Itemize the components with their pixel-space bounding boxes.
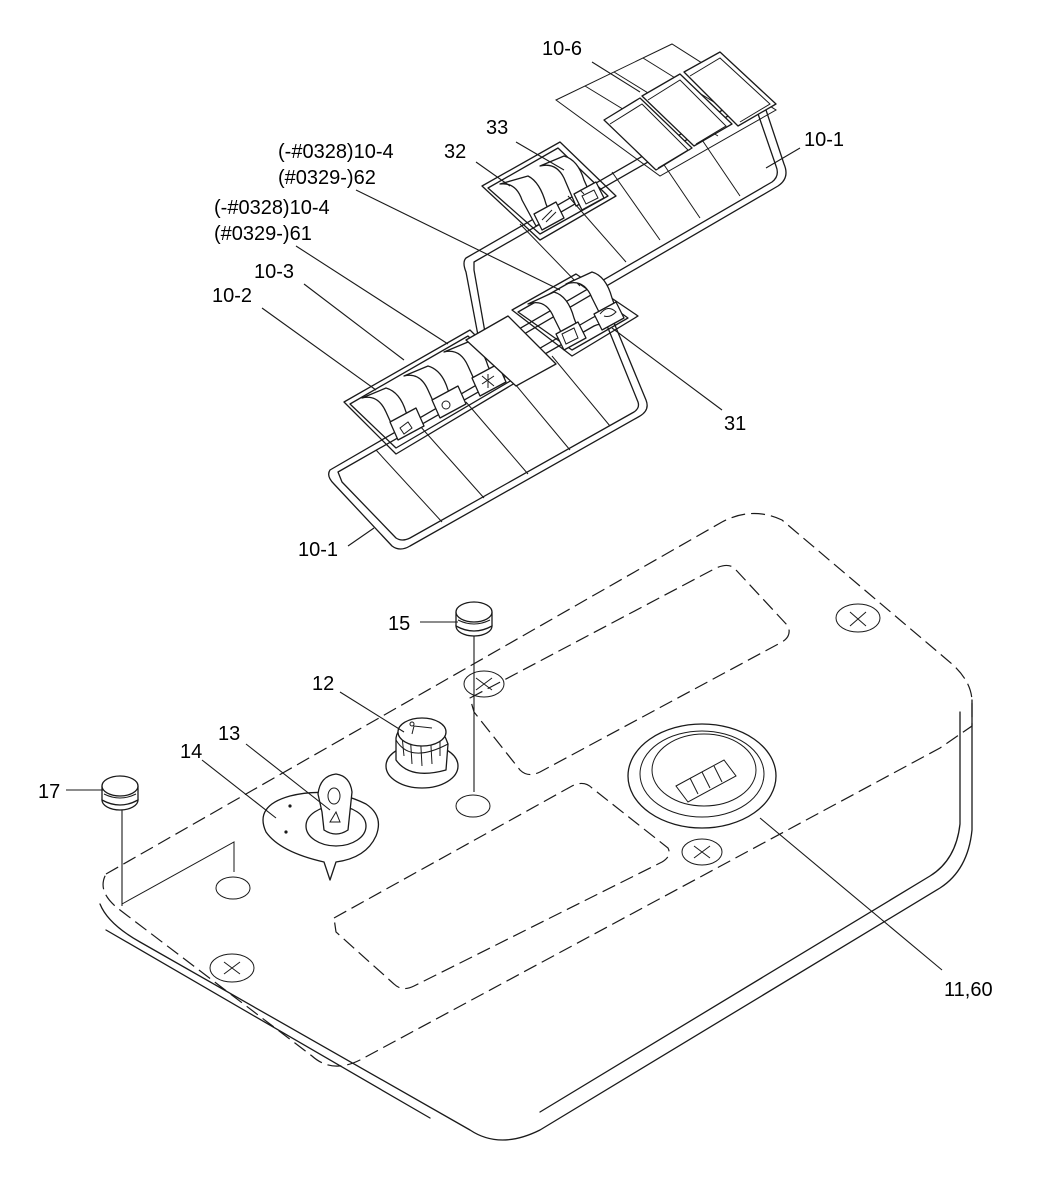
light-icon [441, 400, 451, 410]
callout-10-4-a-line2: (#0329-)62 [278, 167, 376, 189]
switch-panel-upper [463, 43, 787, 352]
hour-meter [627, 723, 777, 829]
wiper-icon [541, 209, 557, 223]
screw-icon [463, 670, 505, 698]
switch-bezel-32-33 [481, 141, 617, 241]
switch-bezel-31 [511, 271, 639, 357]
console-housing [99, 512, 973, 1141]
plug-15 [455, 601, 493, 792]
plug-17 [101, 775, 139, 906]
callout-10-2: 10-2 [212, 285, 252, 307]
screw-icon [835, 603, 881, 633]
callout-33: 33 [486, 117, 508, 139]
switch-bezel-lower-left [343, 315, 557, 455]
callout-13: 13 [218, 723, 240, 745]
leader-lines [66, 61, 943, 971]
callout-32: 32 [444, 141, 466, 163]
callout-10-4-a-line1: (-#0328)10-4 [278, 141, 394, 163]
star-icon [481, 374, 495, 388]
callout-15: 15 [388, 613, 410, 635]
callout-10-4-b-line1: (-#0328)10-4 [214, 197, 330, 219]
callout-17: 17 [38, 781, 60, 803]
callout-10-6: 10-6 [542, 38, 582, 60]
callout-31: 31 [724, 413, 746, 435]
ignition-key-switch [305, 773, 367, 847]
rotating-beacon-icon [561, 327, 579, 345]
plug-hole-17 [215, 876, 251, 900]
screw-icon [681, 838, 723, 866]
work-light-icon [579, 189, 599, 205]
callout-labels: 10-6 33 32 10-1 (-#0328)10-4 (#0329-)62 … [38, 38, 993, 1001]
callout-10-1-bottom: 10-1 [298, 539, 338, 561]
arrow-icon [399, 421, 413, 435]
callout-11-60: 11,60 [944, 979, 993, 1001]
screw-icon [209, 953, 255, 983]
callout-10-1-top: 10-1 [804, 129, 844, 151]
plug-hole-15 [455, 794, 491, 818]
knob-12 [385, 717, 459, 789]
callout-10-3: 10-3 [254, 261, 294, 283]
horn-icon [599, 308, 617, 317]
callout-12: 12 [312, 673, 334, 695]
callout-10-4-b-line2: (#0329-)61 [214, 223, 312, 245]
callout-14: 14 [180, 741, 202, 763]
